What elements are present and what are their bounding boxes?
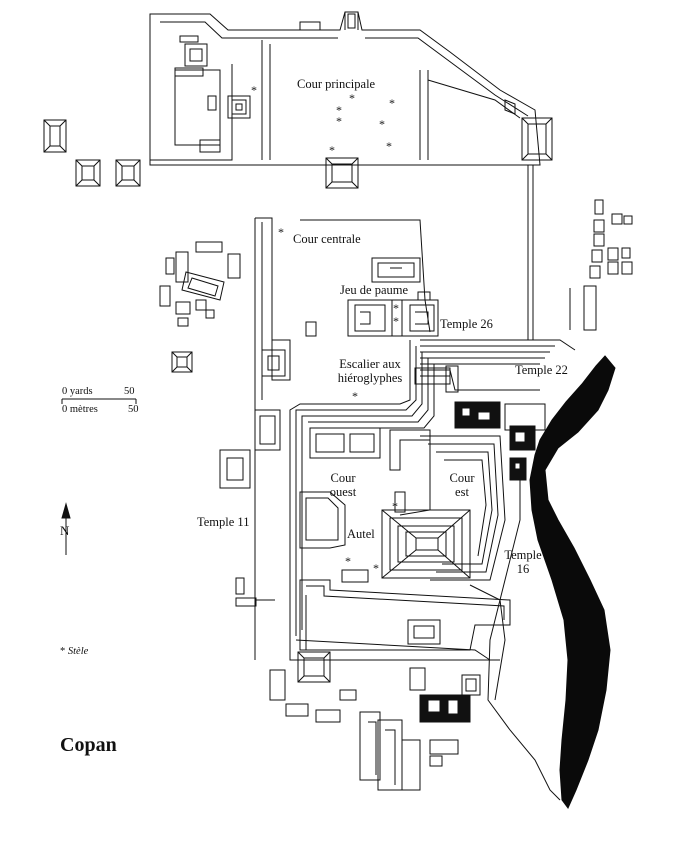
svg-text:*: * [251,83,257,97]
acropolis-enclosure [254,217,439,660]
temple-22-structure [454,401,546,481]
north-label: N [60,523,70,538]
svg-text:*: * [336,114,342,128]
label-temple-22: Temple 22 [515,363,568,377]
svg-text:*: * [352,389,358,403]
label-temple-16-line2: 16 [516,561,530,576]
north-arrow-icon [61,502,71,555]
label-escalier-line1: Escalier aux [339,357,401,371]
map-title: Copan [60,734,117,756]
scale-metres-max: 50 [128,404,139,415]
scale-bar [61,398,137,404]
copan-river [529,355,616,809]
svg-text:*: * [336,103,342,117]
svg-text:*: * [345,554,351,568]
west-outlying-structures [159,241,275,607]
hieroglyphic-stairway [289,339,576,640]
svg-text:*: * [379,117,385,131]
label-cour-est-line2: est [455,484,469,499]
label-cour-ouest: Cour ouest [318,471,368,500]
svg-text:*: * [278,225,284,239]
label-escalier: Escalier aux hiéroglyphes [320,357,420,386]
svg-text:*: * [393,314,399,328]
svg-text:*: * [373,561,379,575]
label-escalier-line2: hiéroglyphes [337,370,403,385]
label-temple-26: Temple 26 [440,317,493,331]
south-range [289,579,511,701]
river-bank-line [487,460,561,801]
label-cour-ouest-line2: ouest [329,484,357,499]
legend-stele-symbol: * [60,646,66,657]
legend-stele-label: Stèle [67,646,89,657]
svg-text:*: * [392,499,398,513]
svg-text:*: * [393,301,399,315]
svg-text:*: * [349,91,355,105]
legend-stele: * Stèle [60,646,88,658]
west-east-courts [299,427,506,583]
label-cour-est: Cour est [440,471,484,500]
south-outlying-structures [269,651,481,791]
label-cour-ouest-line1: Cour [330,471,356,485]
svg-text:*: * [329,143,335,157]
label-temple-16-line1: Temple [504,548,542,562]
svg-text:*: * [386,139,392,153]
scale-yards-max: 50 [124,386,135,397]
label-temple-16: Temple 16 [498,548,548,577]
label-temple-11: Temple 11 [197,515,250,529]
label-cour-principale: Cour principale [297,77,376,91]
stele-markers: * * * * * * * * * * * * * * * [251,83,399,575]
label-jeu-de-paume: Jeu de paume [340,283,409,297]
west-outlying-mounds [43,119,141,187]
label-cour-est-line1: Cour [449,471,475,485]
scale-yards-label: 0 yards [62,386,93,397]
label-cour-centrale: Cour centrale [293,232,361,246]
east-outlying-structures [527,165,633,340]
svg-text:*: * [389,96,395,110]
cour-principale-enclosure [149,11,553,189]
label-autel: Autel [347,527,375,541]
scale-metres-label: 0 mètres [62,404,98,415]
